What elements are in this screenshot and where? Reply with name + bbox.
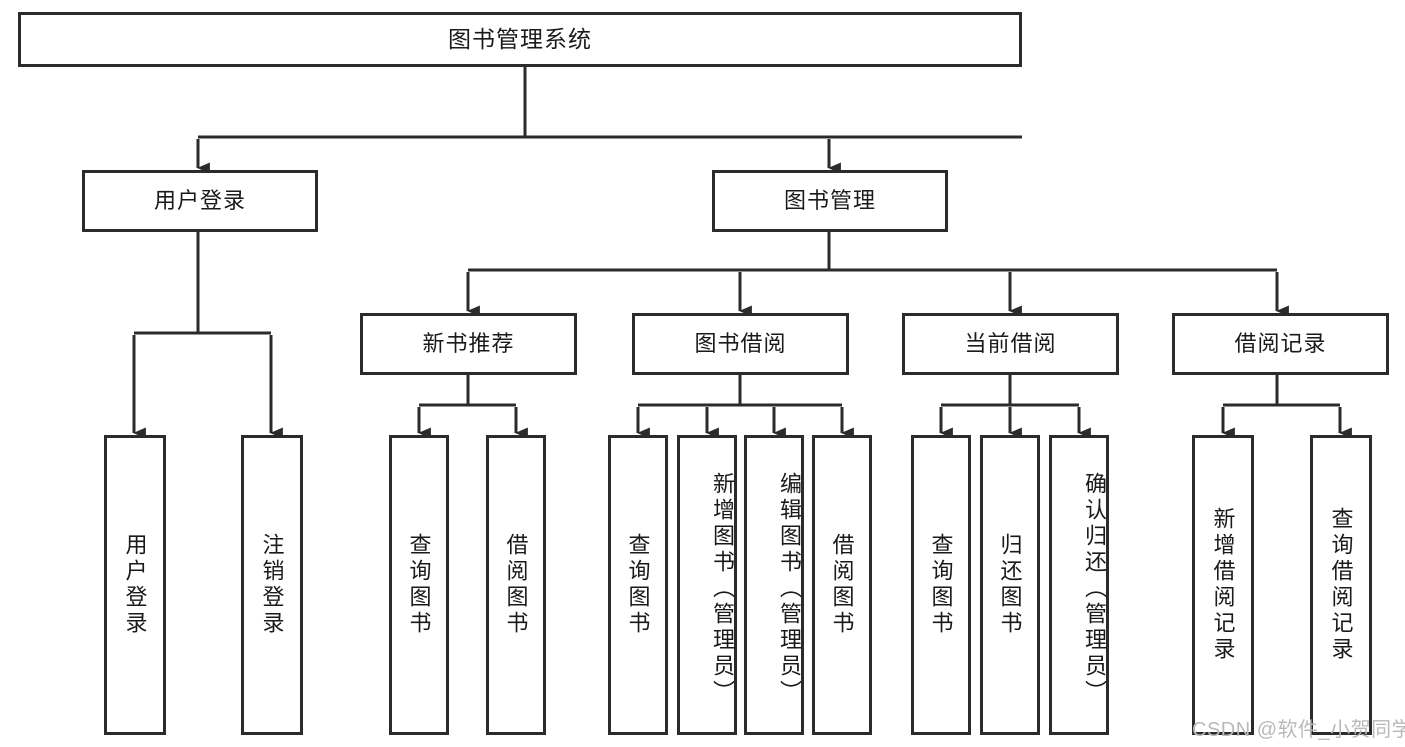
node-borrow-record[interactable]: 借阅记录 — [1172, 313, 1389, 375]
node-new-book-recommend[interactable]: 新书推荐 — [360, 313, 577, 375]
leaf-borrow-record-query-record[interactable]: 查询借阅记录 — [1310, 435, 1372, 735]
leaf-borrow-record-add-record[interactable]: 新增借阅记录 — [1192, 435, 1254, 735]
node-current-borrow[interactable]: 当前借阅 — [902, 313, 1119, 375]
node-book-management[interactable]: 图书管理 — [712, 170, 948, 232]
leaf-current-borrow-confirm-return-admin[interactable]: 确认归还（管理员） — [1049, 435, 1109, 735]
leaf-new-book-borrow-book[interactable]: 借阅图书 — [486, 435, 546, 735]
leaf-book-borrow-borrow-book[interactable]: 借阅图书 — [812, 435, 872, 735]
leaf-user-login-login[interactable]: 用户登录 — [104, 435, 166, 735]
leaf-book-borrow-query-book[interactable]: 查询图书 — [608, 435, 668, 735]
node-user-login[interactable]: 用户登录 — [82, 170, 318, 232]
leaf-current-borrow-query-book[interactable]: 查询图书 — [911, 435, 971, 735]
leaf-book-borrow-add-book-admin[interactable]: 新增图书（管理员） — [677, 435, 737, 735]
leaf-current-borrow-return-book[interactable]: 归还图书 — [980, 435, 1040, 735]
leaf-book-borrow-edit-book-admin[interactable]: 编辑图书（管理员） — [744, 435, 804, 735]
watermark-credit: CSDN @软件_小贺同学 — [1192, 719, 1405, 741]
node-root-library-management-system[interactable]: 图书管理系统 — [18, 12, 1022, 67]
node-book-borrow[interactable]: 图书借阅 — [632, 313, 849, 375]
leaf-user-login-logout[interactable]: 注销登录 — [241, 435, 303, 735]
leaf-new-book-query-book[interactable]: 查询图书 — [389, 435, 449, 735]
